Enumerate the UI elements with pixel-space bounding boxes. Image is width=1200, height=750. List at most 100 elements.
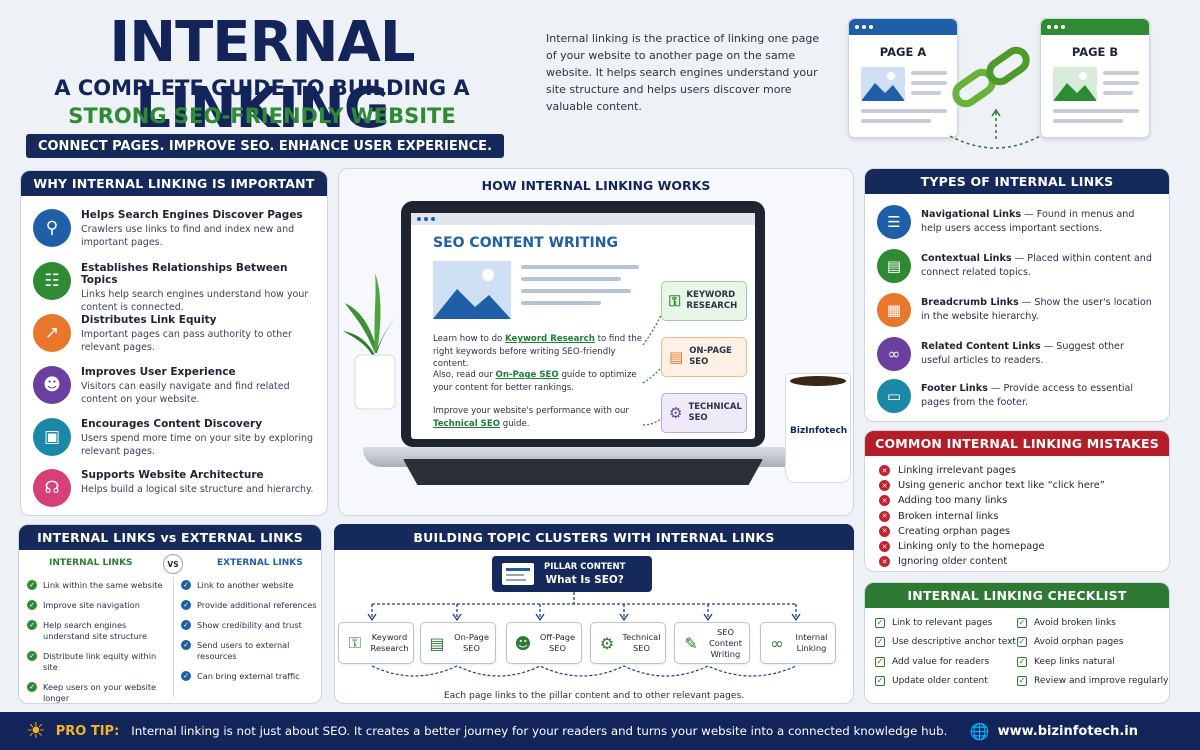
topic-internal-linking: ∞Internal Linking <box>760 622 836 664</box>
internal-links-list: ✓Link within the same website ✓Improve s… <box>27 580 169 703</box>
intro-paragraph: Internal linking is the practice of link… <box>546 32 820 113</box>
cluster-connector-icon <box>367 592 801 677</box>
user-icon: ☻ <box>33 366 71 404</box>
checklist-item: ✓Use descriptive anchor text <box>875 637 1016 648</box>
image-placeholder-icon <box>433 261 511 319</box>
gear-icon: ⚙ <box>599 633 615 653</box>
mistake-item: ✕Broken internal links <box>879 509 1105 524</box>
type-item: ▦ Breadcrumb Links — Show the user's loc… <box>877 293 1153 327</box>
image-placeholder-icon <box>861 67 905 101</box>
screen-title: SEO CONTENT WRITING <box>433 235 618 251</box>
page-b-card: PAGE B <box>1040 18 1150 138</box>
sitemap-icon: ☷ <box>33 262 71 300</box>
page-title: INTERNAL LINKING <box>109 10 415 141</box>
on-page-seo-link[interactable]: On-Page SEO <box>495 370 559 380</box>
checklist-item: ✓Keep links natural <box>1017 656 1115 667</box>
checklist-col-1: ✓Link to relevant pages ✓Use descriptive… <box>875 613 1016 691</box>
clusters-heading: BUILDING TOPIC CLUSTERS WITH INTERNAL LI… <box>334 524 854 550</box>
page-icon <box>502 563 534 585</box>
types-panel: TYPES OF INTERNAL LINKS ☰ Navigational L… <box>864 168 1170 422</box>
search-icon: ⚲ <box>33 209 71 247</box>
on-page-seo-tag: ▤ON-PAGE SEO <box>661 337 747 377</box>
check-icon: ✓ <box>181 620 191 630</box>
mistake-item: ✕Using generic anchor text like “click h… <box>879 478 1105 493</box>
structure-icon: ☊ <box>33 469 71 507</box>
screen-paragraph-1: Learn how to do Keyword Research to find… <box>433 334 643 369</box>
breadcrumb-icon: ▦ <box>877 293 911 327</box>
checkbox-icon: ✓ <box>1017 637 1027 648</box>
technical-seo-link[interactable]: Technical SEO <box>433 418 501 429</box>
technical-seo-tag: ⚙TECHNICAL SEO <box>661 393 747 433</box>
page-a-card: PAGE A <box>848 18 958 138</box>
page-b-label: PAGE B <box>1071 45 1119 59</box>
pro-tip-label: PRO TIP: <box>55 723 120 739</box>
x-icon: ✕ <box>879 525 890 537</box>
chart-icon: ↗ <box>33 314 71 352</box>
checklist-item: ✓Update older content <box>875 676 988 687</box>
dotted-connector-icon <box>642 300 668 426</box>
checkbox-icon: ✓ <box>1017 617 1027 628</box>
mistake-item: ✕Linking only to the homepage <box>879 539 1105 554</box>
why-heading: WHY INTERNAL LINKING IS IMPORTANT <box>21 171 327 196</box>
checklist-item: ✓Avoid broken links <box>1017 617 1116 628</box>
mug-brand: BizInfotech <box>790 426 848 436</box>
list-item: ✓Show credibility and trust <box>181 620 319 631</box>
checklist-heading: INTERNAL LINKING CHECKLIST <box>865 583 1169 608</box>
checklist-item: ✓Link to relevant pages <box>875 617 993 628</box>
list-item: ✓Distribute link equity within site <box>27 651 169 673</box>
keyword-research-link[interactable]: Keyword Research <box>505 334 595 344</box>
people-icon: ☻ <box>514 633 532 653</box>
topic-on-page-seo: ▤On-Page SEO <box>420 622 496 664</box>
check-icon: ✓ <box>27 651 37 661</box>
plant-icon <box>343 273 405 410</box>
lightbulb-icon: ☀ <box>26 718 46 744</box>
clusters-panel: BUILDING TOPIC CLUSTERS WITH INTERNAL LI… <box>334 524 854 704</box>
key-icon: ⚿ <box>669 291 681 310</box>
checkbox-icon: ✓ <box>875 676 885 687</box>
checklist-item: ✓Avoid orphan pages <box>1017 637 1124 648</box>
footer-icon: ▭ <box>877 379 911 413</box>
laptop-keyboard <box>403 459 763 485</box>
type-item: ☰ Navigational Links — Found in menus an… <box>877 205 1153 239</box>
type-item: ∞ Related Content Links — Suggest other … <box>877 337 1153 371</box>
mistake-item: ✕Ignoring older content <box>879 554 1105 569</box>
topic-keyword-research: ⚿Keyword Research <box>338 622 414 664</box>
type-item: ▤ Contextual Links — Placed within conte… <box>877 249 1153 283</box>
pillar-label: PILLAR CONTENT <box>544 562 626 572</box>
subtitle-line-1: A COMPLETE GUIDE TO BUILDING A <box>54 76 470 100</box>
coffee-mug: BizInfotech <box>785 373 851 483</box>
checkbox-icon: ✓ <box>875 656 885 667</box>
laptop-content: SEO CONTENT WRITING Learn how to do Keyw… <box>411 213 755 439</box>
link-icon: ∞ <box>770 633 784 653</box>
check-icon: ✓ <box>27 580 37 590</box>
checklist-col-2: ✓Avoid broken links ✓Avoid orphan pages … <box>1017 613 1168 691</box>
x-icon: ✕ <box>879 480 890 492</box>
why-item: ☷ Establishes Relationships Between Topi… <box>33 262 327 314</box>
globe-icon: 🌐 <box>969 721 990 741</box>
why-panel: WHY INTERNAL LINKING IS IMPORTANT ⚲ Help… <box>20 170 328 516</box>
x-icon: ✕ <box>879 510 890 522</box>
checkbox-icon: ✓ <box>875 617 885 628</box>
page-icon: ▤ <box>429 633 445 653</box>
x-icon: ✕ <box>879 556 890 568</box>
list-item: ✓Improve site navigation <box>27 600 169 611</box>
mistake-item: ✕Linking irrelevant pages <box>879 463 1105 478</box>
check-icon: ✓ <box>27 600 37 610</box>
pillar-content-box: PILLAR CONTENT What Is SEO? <box>492 556 652 592</box>
list-item: ✓Provide additional references <box>181 600 319 611</box>
topic-technical-seo: ⚙Technical SEO <box>590 622 666 664</box>
website-link[interactable]: www.bizinfotech.in <box>997 723 1138 739</box>
external-links-list: ✓Link to another website ✓Provide additi… <box>181 580 319 691</box>
compare-panel: INTERNAL LINKS vs EXTERNAL LINKS INTERNA… <box>18 524 322 704</box>
x-icon: ✕ <box>879 495 890 507</box>
topic-off-page-seo: ☻Off-Page SEO <box>506 622 582 664</box>
mistakes-heading: COMMON INTERNAL LINKING MISTAKES <box>865 431 1169 456</box>
link-icon: ∞ <box>877 337 911 371</box>
pen-icon: ✎ <box>684 633 698 653</box>
compare-heading: INTERNAL LINKS vs EXTERNAL LINKS <box>19 525 321 550</box>
